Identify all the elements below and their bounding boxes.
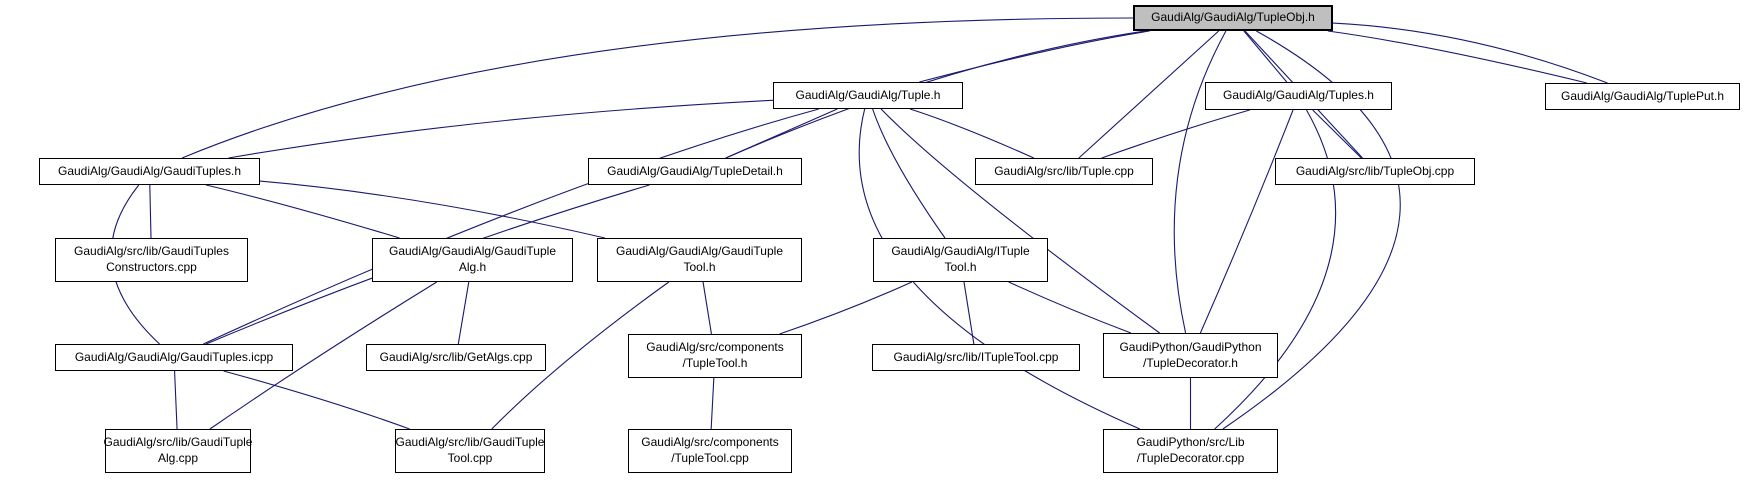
graph-node-label: GaudiPython/src/Lib: [1136, 435, 1245, 450]
graph-node-gaudituples_h[interactable]: GaudiAlg/GaudiAlg/GaudiTuples.h: [39, 158, 260, 185]
edge-gaudituplealg_cpp-to-gaudituplealg_h: [209, 281, 438, 430]
graph-node-tupletool_h_comp[interactable]: GaudiAlg/src/components/TupleTool.h: [628, 334, 802, 378]
graph-node-label: GaudiAlg/GaudiAlg/Tuple.h: [795, 87, 941, 102]
graph-node-tuple_cpp[interactable]: GaudiAlg/src/lib/Tuple.cpp: [975, 158, 1153, 185]
graph-node-label: GaudiAlg/src/lib/GetAlgs.cpp: [379, 349, 533, 364]
edge-tupledecorator_h-to-tuples_h: [1199, 109, 1294, 334]
graph-node-label: GaudiAlg/src/lib/ITupleTool.cpp: [893, 349, 1059, 364]
edge-tupledetail_h-to-tuple_h: [725, 108, 838, 159]
edge-tupleobj_cpp-to-tuples_h: [1312, 109, 1362, 159]
graph-node-tupletool_cpp_comp[interactable]: GaudiAlg/src/components/TupleTool.cpp: [628, 429, 792, 473]
graph-node-label: GaudiAlg/GaudiAlg/GaudiTuples.h: [58, 163, 241, 178]
graph-node-label: /TupleDecorator.h: [1143, 355, 1238, 370]
edge-tupledecorator_cpp-to-tupleobj_h: [1222, 30, 1401, 430]
edge-gaudituples_h-to-tupleobj_h: [181, 17, 1134, 159]
graph-node-gaudituples_icpp[interactable]: GaudiAlg/GaudiAlg/GaudiTuples.icpp: [55, 344, 293, 371]
edge-gaudituplealg_h-to-gaudituples_h: [205, 184, 400, 239]
graph-node-label: GaudiAlg/GaudiAlg/GaudiTuple: [389, 244, 556, 259]
graph-node-getalgs_cpp[interactable]: GaudiAlg/src/lib/GetAlgs.cpp: [366, 344, 546, 371]
edge-ituple_tool_h-to-tuple_h: [872, 108, 946, 239]
graph-node-label: GaudiAlg/GaudiAlg/ITuple: [891, 244, 1030, 259]
graph-node-tupleobj_h: GaudiAlg/GaudiAlg/TupleObj.h: [1133, 5, 1333, 31]
graph-node-label: /TupleDecorator.cpp: [1136, 451, 1245, 465]
graph-node-tupledecorator_h[interactable]: GaudiPython/GaudiPython/TupleDecorator.h: [1103, 333, 1278, 378]
graph-node-label: GaudiAlg/GaudiAlg/Tuples.h: [1223, 88, 1374, 103]
graph-node-label: GaudiAlg/src/components: [641, 435, 779, 450]
graph-node-label: /TupleTool.h: [682, 356, 748, 370]
edge-gauditupletool_cpp-to-gaudituples_icpp: [223, 370, 410, 430]
edge-tuple_cpp-to-tuples_h: [1101, 109, 1250, 159]
graph-node-tupledetail_h[interactable]: GaudiAlg/GaudiAlg/TupleDetail.h: [588, 158, 802, 185]
edge-gauditupletool_cpp-to-gauditupletool_h: [491, 281, 670, 430]
edge-getalgs_cpp-to-gaudituplealg_h: [457, 281, 470, 345]
edge-tupletool_h_comp-to-ituple_tool_h: [779, 281, 913, 335]
edge-tupledecorator_cpp-to-tuples_h: [1214, 109, 1337, 430]
graph-node-tuple_h[interactable]: GaudiAlg/GaudiAlg/Tuple.h: [773, 82, 963, 109]
edge-gaudituples_h-to-tuple_h: [228, 99, 774, 159]
graph-node-label: GaudiPython/GaudiPython: [1119, 339, 1262, 354]
graph-node-label: GaudiAlg/src/lib/Tuple.cpp: [994, 163, 1134, 178]
edge-gauditupletool_h-to-gaudituples_h: [259, 180, 606, 239]
graph-node-tupledecorator_cpp[interactable]: GaudiPython/src/Lib/TupleDecorator.cpp: [1103, 429, 1278, 473]
graph-node-label: GaudiAlg/src/components: [646, 340, 784, 355]
edge-tuples_h-to-tupleobj_h: [1243, 30, 1288, 83]
edge-tupleput_h-to-tupleobj_h: [1327, 30, 1587, 84]
graph-node-label: GaudiAlg/GaudiAlg/GaudiTuple: [616, 244, 783, 259]
graph-node-label: Constructors.cpp: [106, 260, 197, 274]
graph-node-label: GaudiAlg/src/lib/GaudiTuple: [103, 435, 253, 450]
graph-node-label: GaudiAlg/GaudiAlg/TuplePut.h: [1561, 88, 1724, 103]
edge-tupledecorator_h-to-tupleobj_h: [1173, 30, 1227, 334]
edge-gaudituples_icpp-to-tuple_h: [203, 108, 819, 345]
graph-node-label: GaudiAlg/src/lib/TupleObj.cpp: [1295, 163, 1455, 178]
edge-tupletool_h_comp-to-gauditupletool_h: [702, 281, 712, 335]
graph-node-label: Alg.cpp: [157, 451, 199, 465]
edge-tuple_h-to-tupleobj_h: [919, 30, 1150, 83]
graph-node-label: GaudiAlg/GaudiAlg/TupleObj.h: [1151, 10, 1315, 25]
graph-node-label: Tool.h: [944, 260, 977, 274]
edge-tupledetail_h-to-tupleobj_h: [725, 30, 1146, 159]
edge-tuple_cpp-to-tupleobj_h: [1078, 30, 1220, 159]
edge-tupletool_cpp_comp-to-tupletool_h_comp: [710, 377, 715, 430]
graph-node-label: Tool.h: [683, 260, 716, 274]
graph-node-tuples_h[interactable]: GaudiAlg/GaudiAlg/Tuples.h: [1205, 82, 1392, 110]
graph-node-label: GaudiAlg/GaudiAlg/TupleDetail.h: [607, 163, 783, 178]
edge-itupletool_cpp-to-ituple_tool_h: [963, 281, 975, 345]
edge-tupledecorator_h-to-ituple_tool_h: [1008, 281, 1132, 334]
edge-tupleobj_h-to-tupleput_h: [1332, 22, 1608, 84]
graph-node-label: /TupleTool.cpp: [671, 451, 749, 465]
graph-node-label: Alg.h: [458, 260, 487, 274]
edge-gaudituplealg_cpp-to-gaudituples_icpp: [174, 370, 178, 430]
edge-tuple_cpp-to-tuple_h: [909, 108, 1035, 159]
graph-node-tupleobj_cpp[interactable]: GaudiAlg/src/lib/TupleObj.cpp: [1275, 158, 1475, 185]
graph-node-label: GaudiAlg/src/lib/GaudiTuples: [74, 244, 229, 259]
edge-constructors_cpp-to-gaudituples_h: [149, 184, 152, 239]
graph-node-label: GaudiAlg/GaudiAlg/GaudiTuples.icpp: [74, 349, 274, 364]
graph-node-label: Tool.cpp: [447, 451, 493, 465]
graph-node-label: GaudiAlg/src/lib/GaudiTuple: [395, 435, 545, 450]
graph-node-itupletool_cpp[interactable]: GaudiAlg/src/lib/ITupleTool.cpp: [872, 344, 1080, 371]
graph-node-tupleput_h[interactable]: GaudiAlg/GaudiAlg/TuplePut.h: [1545, 83, 1740, 110]
edge-tupledecorator_h-to-tuple_h: [880, 108, 1160, 334]
